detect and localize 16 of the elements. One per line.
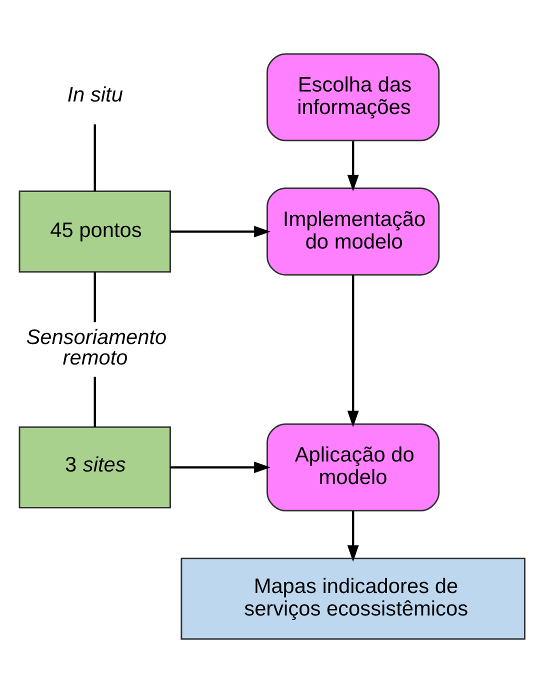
arrow xyxy=(170,462,271,474)
arrow xyxy=(347,511,359,562)
node-box: Implementação do modelo xyxy=(266,188,440,276)
node-box: Mapas indicadores de serviços ecossistêmicos xyxy=(180,558,526,640)
node-text: Sensoriamento remoto xyxy=(26,326,167,370)
connector xyxy=(94,376,96,427)
arrow xyxy=(347,275,359,428)
connector xyxy=(94,272,96,322)
arrow xyxy=(170,226,271,238)
node-box: Aplicação do modelo xyxy=(266,423,440,512)
connector xyxy=(94,124,96,192)
node-box: 45 pontos xyxy=(18,190,171,273)
node-text: In situ xyxy=(67,83,123,106)
node-box: 3 sites xyxy=(18,426,171,508)
node-box: Escolha das informações xyxy=(266,53,440,142)
arrow xyxy=(347,141,359,192)
